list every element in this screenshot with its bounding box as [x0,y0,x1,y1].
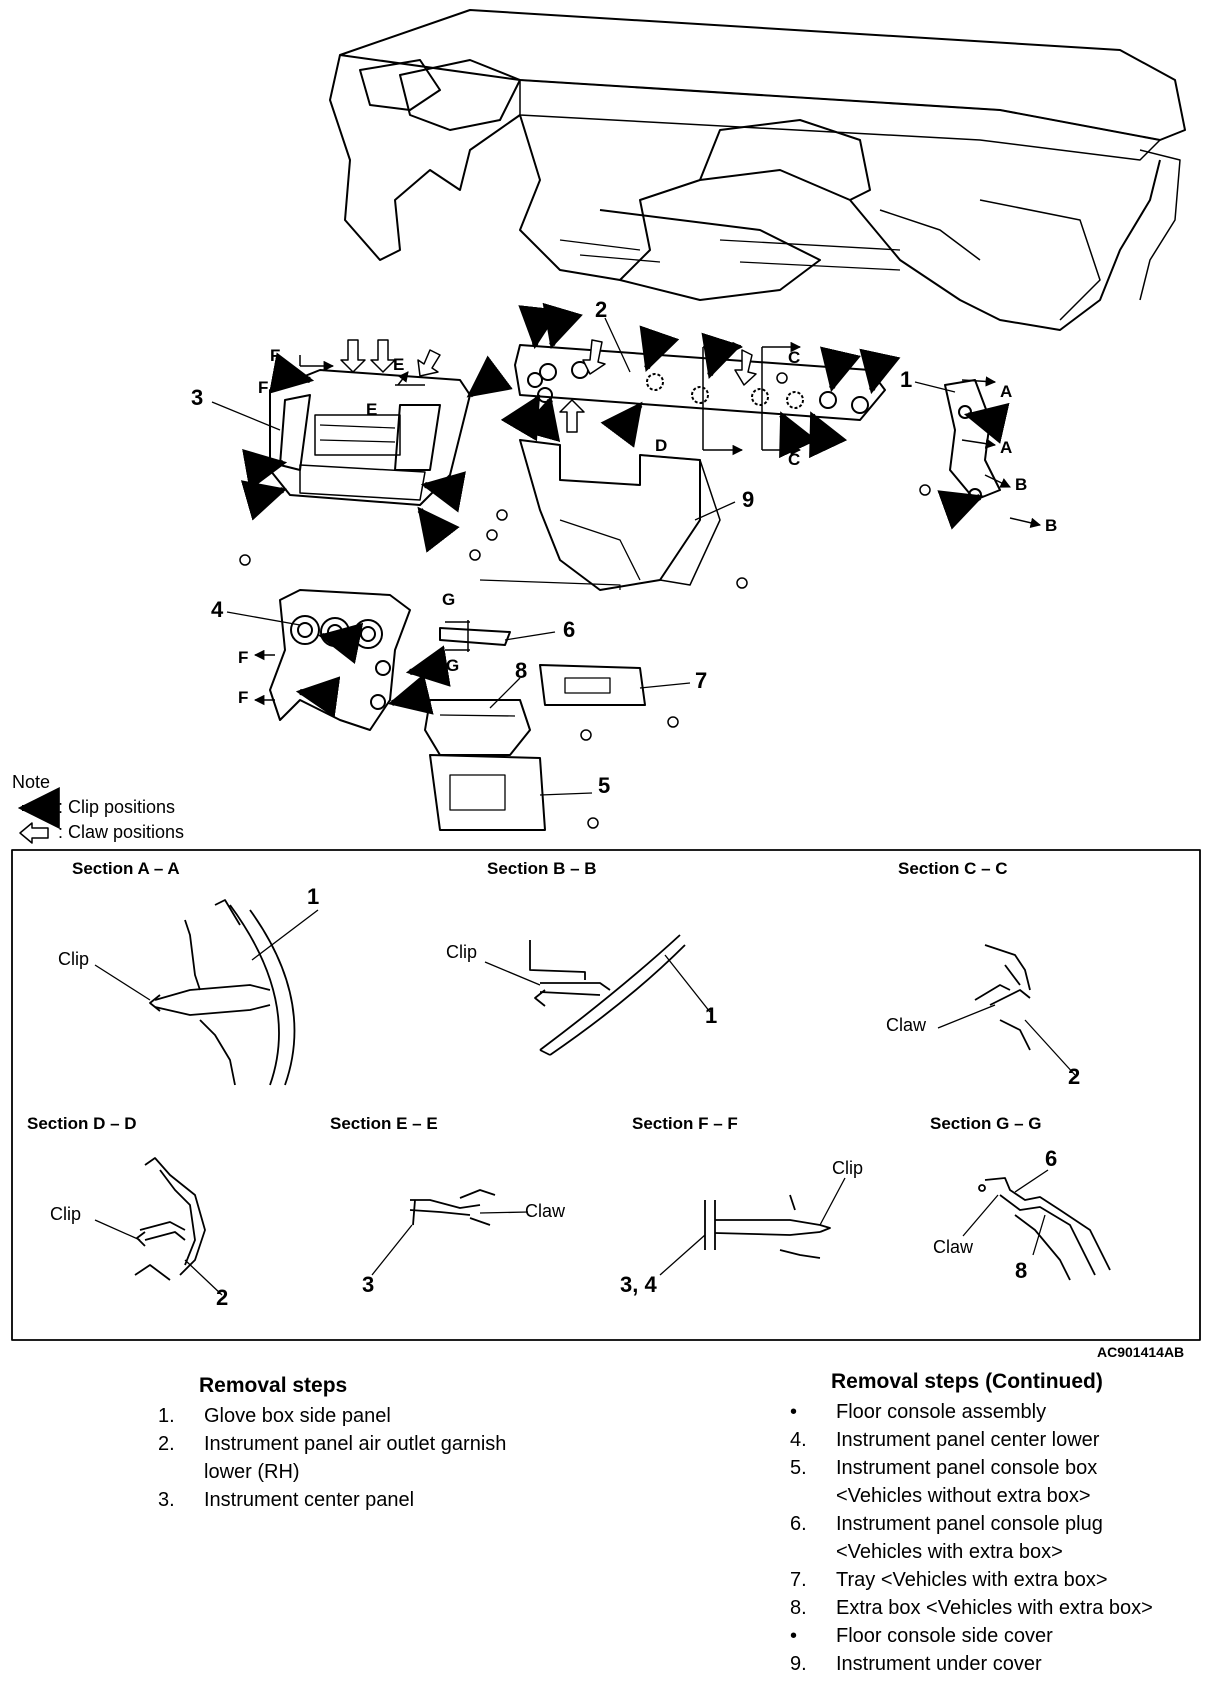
cut-label-f-3: F [238,648,249,667]
note-title: Note [12,772,51,792]
callout-1: 1 [900,367,913,392]
section-e-claw-label: Claw [525,1201,566,1221]
section-b-part-number: 1 [705,1003,718,1028]
part-1-side-panel [944,379,1001,502]
callout-3: 3 [191,385,204,410]
section-e-e-title: Section E – E [330,1114,438,1133]
cut-label-b-2: B [1045,516,1058,535]
section-g-claw-label: Claw [933,1237,974,1257]
section-g-g-title: Section G – G [930,1114,1042,1133]
instrument-panel-illustration [329,9,1186,331]
part-9-under-cover [479,439,721,591]
cut-label-a-2: A [1000,438,1013,457]
cut-label-c-1: C [788,348,801,367]
callout-2: 2 [595,297,608,322]
callout-6: 6 [563,617,576,642]
list-item: 7.Tray <Vehicles with extra box> [790,1569,1108,1591]
removal-steps-continued: Removal steps (Continued) •Floor console… [790,1368,1210,1678]
section-g-part-number-8: 8 [1015,1258,1028,1283]
list-item: 4.Instrument panel center lower [790,1429,1100,1451]
list-item: •Floor console assembly [790,1401,1047,1423]
list-item: 3.Instrument center panel [158,1489,415,1511]
part-2-garnish [514,344,886,421]
callout-5: 5 [598,773,611,798]
list-item: 5.Instrument panel console box <Vehicles… [790,1457,1098,1507]
section-f-part-number: 3, 4 [620,1272,657,1297]
part-8-extra-box [424,699,531,756]
list-item: 2.Instrument panel air outlet garnish lo… [158,1433,507,1483]
cut-label-f-2: F [258,378,269,397]
cut-label-b-1: B [1015,475,1028,494]
cut-label-e-2: E [366,400,378,419]
section-f-f-drawing [704,1194,831,1259]
removal-steps-title: Removal steps [199,1374,348,1397]
removal-steps: Removal steps 1.Glove box side panel 2.I… [158,1372,618,1514]
section-c-part-number: 2 [1068,1064,1081,1089]
callout-8: 8 [515,658,528,683]
screws [239,372,931,829]
section-leader-lines [94,909,1076,1296]
cut-label-f-1: F [270,346,281,365]
part-7-tray [539,664,646,706]
cut-label-d-2: D [655,436,668,455]
figure-code: AC901414AB [1097,1344,1185,1360]
list-item: •Floor console side cover [790,1625,1053,1647]
cut-label-c-2: C [788,450,801,469]
part-5-console-box [429,754,546,831]
section-a-a-drawing [149,899,296,1086]
section-b-b-drawing [529,934,686,1056]
note-clip-positions: : Clip positions [58,797,176,817]
clip-arrows [240,302,1010,718]
section-a-a-title: Section A – A [72,859,180,878]
section-d-clip-label: Clip [50,1204,82,1224]
part-6-console-plug [439,627,511,646]
list-item: 6.Instrument panel console plug <Vehicle… [790,1513,1103,1563]
removal-steps-continued-list: •Floor console assembly 4.Instrument pan… [790,1398,1210,1678]
section-g-part-number-6: 6 [1045,1146,1058,1171]
section-d-d-title: Section D – D [27,1114,137,1133]
section-a-clip-label: Clip [58,949,90,969]
removal-steps-list: 1.Glove box side panel 2.Instrument pane… [158,1402,618,1514]
section-c-c-title: Section C – C [898,859,1008,878]
part-4-center-lower [269,589,411,731]
section-b-b-title: Section B – B [487,859,597,878]
section-d-d-drawing [134,1157,206,1281]
section-views-frame [11,849,1201,1341]
callout-7: 7 [695,668,708,693]
section-e-part-number: 3 [362,1272,375,1297]
removal-steps-continued-title: Removal steps (Continued) [831,1370,1103,1393]
section-a-part-number: 1 [307,884,320,909]
leader-lines [211,317,956,796]
section-d-part-number: 2 [216,1285,229,1310]
cut-label-g-2: G [446,656,460,675]
section-c-claw-label: Claw [886,1015,927,1035]
cut-label-g-1: G [442,590,456,609]
section-c-c-drawing [974,944,1031,1051]
cut-label-e-1: E [393,355,405,374]
list-item: 9.Instrument under cover [790,1653,1042,1675]
list-item: 1.Glove box side panel [158,1405,391,1427]
cut-label-d-1: D [655,333,668,352]
section-f-f-title: Section F – F [632,1114,738,1133]
callout-4: 4 [211,597,224,622]
cut-label-a-1: A [1000,382,1013,401]
list-item: 8.Extra box <Vehicles with extra box> [790,1597,1153,1619]
section-g-g-drawing [978,1177,1111,1281]
callout-9: 9 [742,487,755,512]
section-e-e-drawing [409,1189,496,1226]
cut-label-f-4: F [238,688,249,707]
section-b-clip-label: Clip [446,942,478,962]
section-cut-lines [253,341,1042,706]
claw-arrows [340,339,757,433]
section-f-clip-label: Clip [832,1158,864,1178]
note-claw-positions: : Claw positions [58,822,185,842]
note-legend-icons [17,787,60,844]
